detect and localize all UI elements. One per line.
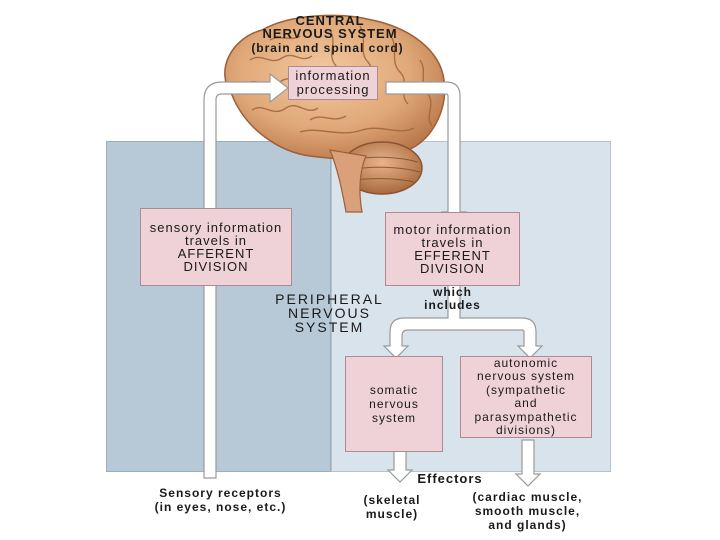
- skeletal-line-1: (skeletal: [363, 493, 421, 507]
- peripheral-nervous-system-label: PERIPHERAL NERVOUS SYSTEM: [262, 292, 397, 334]
- somatic-nervous-system-box: somatic nervous system: [345, 356, 443, 452]
- efferent-line-2: travels in: [421, 235, 484, 250]
- branch-arrow: [382, 281, 544, 359]
- autonomic-line-5: parasympathetic: [474, 409, 578, 424]
- cardiac-line-2: smooth muscle,: [474, 504, 581, 518]
- receptors-line-1: Sensory receptors: [159, 486, 282, 500]
- somatic-line-2: nervous: [369, 397, 419, 411]
- cardiac-line-1: (cardiac muscle,: [472, 490, 583, 504]
- peripheral-panel-left: [106, 141, 331, 472]
- autonomic-line-6: divisions): [495, 423, 556, 437]
- autonomic-nervous-system-box: autonomic nervous system (sympathetic an…: [460, 356, 592, 438]
- efferent-line-3: EFFERENT: [414, 248, 491, 263]
- cns-title-line-2: NERVOUS SYSTEM: [262, 26, 398, 41]
- autonomic-effector-arrow: [514, 439, 542, 487]
- autonomic-line-1: autonomic: [493, 355, 559, 370]
- cardiac-smooth-glands-label: (cardiac muscle, smooth muscle, and glan…: [455, 490, 600, 532]
- autonomic-line-3: (sympathetic: [485, 382, 567, 397]
- efferent-line-4: DIVISION: [419, 261, 486, 276]
- includes-line-2: includes: [424, 298, 481, 312]
- afferent-line-1: sensory information: [149, 220, 283, 235]
- autonomic-line-4: and: [514, 396, 538, 410]
- afferent-division-box: sensory information travels in AFFERENT …: [140, 208, 292, 286]
- afferent-line-3: AFFERENT: [177, 246, 255, 261]
- skeletal-line-2: muscle): [365, 507, 419, 521]
- somatic-line-3: system: [371, 411, 416, 425]
- effectors-title: Effectors: [417, 471, 483, 486]
- pns-line-2: NERVOUS: [288, 305, 371, 321]
- processing-line-2: processing: [296, 82, 370, 97]
- autonomic-line-2: nervous system: [476, 369, 576, 383]
- afferent-arrow: [203, 72, 289, 479]
- afferent-line-2: travels in: [184, 233, 248, 248]
- pns-line-3: SYSTEM: [294, 319, 365, 335]
- cns-subtitle: (brain and spinal cord): [251, 41, 404, 55]
- which-includes-label: which includes: [410, 286, 495, 312]
- sensory-receptors-label: Sensory receptors (in eyes, nose, etc.): [138, 486, 303, 514]
- cns-title-line-1: CENTRAL: [295, 13, 365, 28]
- receptors-line-2: (in eyes, nose, etc.): [154, 500, 287, 514]
- includes-line-1: which: [432, 285, 472, 299]
- afferent-line-4: DIVISION: [183, 259, 249, 274]
- processing-line-1: information: [295, 68, 371, 83]
- skeletal-muscle-label: (skeletal muscle): [352, 493, 432, 521]
- information-processing-box: information processing: [288, 66, 378, 100]
- cardiac-line-3: and glands): [488, 518, 567, 532]
- efferent-division-box: motor information travels in EFFERENT DI…: [385, 212, 520, 286]
- pns-line-1: PERIPHERAL: [275, 291, 384, 307]
- efferent-line-1: motor information: [393, 222, 512, 237]
- cns-title: CENTRAL NERVOUS SYSTEM: [240, 14, 420, 40]
- somatic-line-1: somatic: [369, 383, 419, 397]
